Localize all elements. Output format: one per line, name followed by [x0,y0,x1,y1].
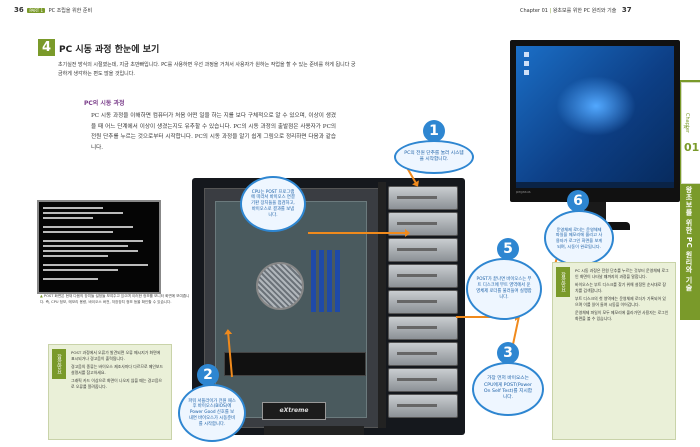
callout-1-text: PC의 전원 단추를 눌러 시스템을 시작합니다. [404,150,464,162]
chapter-number: 01 [684,141,700,154]
right-page-number: 37 [621,6,632,14]
callout-2-text: 파워 서플라이가 전원 패스 후 바이오스(BIOS)에 Power Good … [188,398,236,427]
monitor-image: pegasus [510,40,680,202]
callout-1-number: 1 [423,120,445,142]
gpu-brand-label: eXtreme [262,402,326,420]
callout-3-text: 가장 먼저 바이오스는 CPU에게 POST(Power On Self Tes… [483,376,533,401]
left-tip-paragraph: 경고음의 종류는 바이오스 제조사마다 다르므로 메인보드 설명서를 참고하세요… [71,364,164,375]
callout-5-number: 5 [497,238,519,260]
right-tip-box: 잠깐만요 PC 시동 과정은 전원 단추를 누르는 것부터 운영체제 로그인 화… [552,262,676,440]
drive-bays [388,186,458,426]
callout-5: POST가 끝나면 바이오스는 부트 디스크에 부트 영역에서 운영체제 로더를… [466,258,542,320]
section-intro: 초기실전 방식의 시절였는데, 지금 초만빠입니다. PC를 사용하면 우선 과… [58,62,356,77]
graphics-card [224,352,366,376]
chapter-word: Chapter [684,113,690,133]
subsection-body: PC 시동 과정을 이해하면 컴퓨터가 처음 어떤 일을 하는 지를 보다 구체… [91,113,336,151]
right-tip-paragraph: PC 시동 과정은 전원 단추를 누르는 것부터 운영체제 로그인 화면이 나타… [575,268,669,279]
callout-2: 파워 서플라이가 전원 패스 후 바이오스(BIOS)에 Power Good … [178,384,246,442]
right-tip-paragraph: 바이오스는 부트 디스크를 찾기 위해 설정된 순서대로 장치를 검색합니다. [575,282,666,293]
left-header-title: PC 조립을 위한 준비 [48,8,93,14]
callout-6: 운영체제 로더는 운영체제 파일을 메모리에 올리고 사용자가 로그인 화면을 … [544,210,614,266]
callout-2-number: 2 [197,364,219,386]
callout-1: PC의 전원 단추를 눌러 시스템을 시작합니다. [394,140,474,174]
left-tip-paragraph: 그래픽 카드 이상으로 화면이 나오지 않을 때는 경고음으로 오류를 알려줍니… [71,378,162,389]
post-caption-text: POST 화면은 현재 다음의 장치들 설정들 보여주고 있으며 이러한 정보를… [40,294,190,304]
power-supply [264,426,364,435]
section-title: PC 시동 과정 한눈에 보기 [59,45,160,55]
left-tip-paragraph: POST 과정에서 오류가 발견되면 오류 메시지가 화면에 표시되거나 경고음… [71,350,161,361]
post-screen-image [37,200,161,294]
right-chapter-label: Chapter 01 [520,8,548,14]
cpu-cooler [256,262,304,310]
arrow-4-to-board [308,229,410,237]
callout-6-text: 운영체제 로더는 운영체제 파일을 메모리에 올리고 사용자가 로그인 화면을 … [555,226,603,249]
right-header-title: 왕초보를 위한 PC 원리와 기술 [552,8,617,14]
callout-5-text: POST가 끝나면 바이오스는 부트 디스크에 부트 영역에서 운영체제 로더를… [476,277,532,300]
callout-6-number: 6 [567,190,589,212]
callout-4: CPU는 POST 프로그램에 따라서 바이오스 연결 기판 장치들을 점검하고… [240,176,306,232]
monitor-brand: pegasus [516,190,531,194]
callout-3: 가장 먼저 바이오스는 CPU에게 POST(Power On Self Tes… [472,362,544,416]
right-tip-tag: 잠깐만요 [556,267,570,297]
pc-tower-image [192,178,465,435]
left-page-header: 36 PART 1 PC 조립을 위한 준비 [14,6,92,14]
callout-4-text: CPU는 POST 프로그램에 따라서 바이오스 연결 기판 장치들을 점검하고… [251,189,295,218]
chapter-side-title: 왕초보를 위한 PC 원리와 기술 [685,186,693,292]
right-page-header: Chapter 01 | 왕초보를 위한 PC 원리와 기술 37 [520,6,632,14]
left-tip-tag: 잠깐만요 [52,349,66,379]
section-number: 4 [38,39,55,56]
chapter-arrows-icon: » [683,122,688,131]
callout-3-number: 3 [497,342,519,364]
right-tip-paragraph: 부트 디스크의 첫 영역에는 운영체제 로더가 기록되어 있으며 이를 읽어 들… [575,296,666,307]
left-tip-box: 잠깐만요 POST 과정에서 오류가 발견되면 오류 메시지가 화면에 표시되거… [48,344,172,440]
subsection-title: PC의 시동 과정 [84,100,125,107]
monitor-screen [516,46,674,188]
post-screen-caption: ▲ POST 화면은 현재 다음의 장치들 설정들 보여주고 있으며 이러한 정… [40,294,190,304]
right-tip-paragraph: 운영체제 파일이 모두 메모리에 올라가면 사용자는 로그인 화면을 볼 수 있… [575,310,669,321]
chapter-box: Chapter 01 [681,82,700,184]
left-page-number: 36 [14,6,24,14]
part-badge: PART 1 [27,8,45,13]
